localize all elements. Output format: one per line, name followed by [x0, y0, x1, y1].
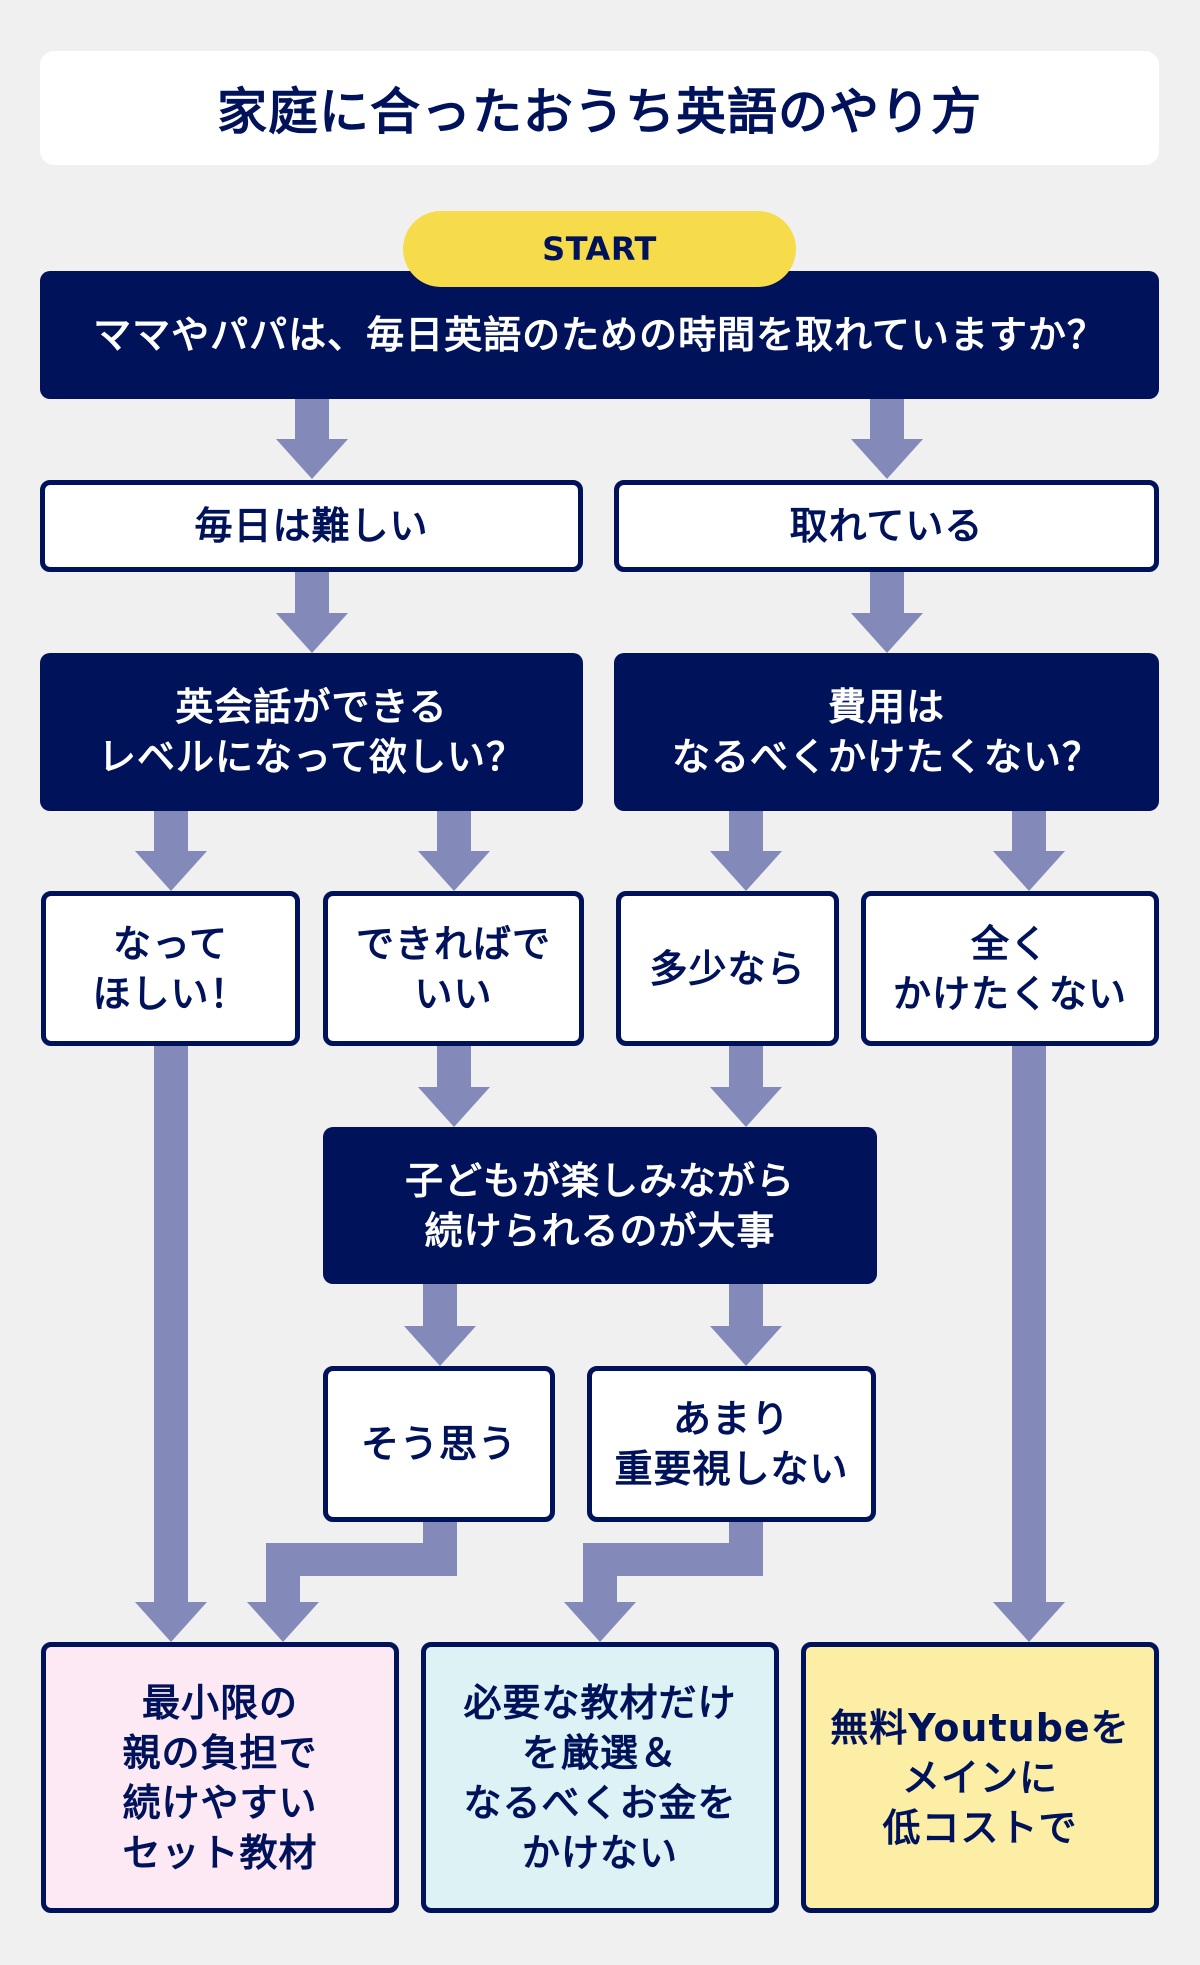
arrow-cost-to-none — [993, 811, 1065, 891]
node-text-line: ほしい！ — [92, 971, 249, 1016]
arrow-time-to-hard — [276, 399, 348, 479]
node-text-line: できればで — [355, 921, 551, 966]
node-text-line: そう思う — [360, 1422, 517, 1466]
node-text-line: 多少なら — [649, 946, 806, 991]
node-text-line: あまり — [672, 1397, 790, 1441]
node-text-line: 毎日は難しい — [194, 504, 429, 548]
node-text-line: いい — [414, 971, 493, 1016]
node-text-line: セット教材 — [122, 1830, 318, 1875]
node-text-line: 親の負担で — [122, 1730, 318, 1775]
node-text-line: 子どもが楽しみながら — [404, 1158, 795, 1203]
arrow-fun-to-yes — [404, 1284, 476, 1366]
node-text-line: 英会話ができる — [175, 685, 448, 729]
node-text-line: 無料Youtubeを — [830, 1705, 1130, 1750]
answer-cost-none: 全く かけたくない — [861, 891, 1159, 1046]
answer-conversation-yes: なって ほしい！ — [41, 891, 300, 1046]
node-text-line: ママやパパは、毎日英語のための時間を取れていますか？ — [93, 313, 1106, 357]
answer-time-hard: 毎日は難しい — [40, 480, 583, 572]
question-time: ママやパパは、毎日英語のための時間を取れていますか？ — [40, 271, 1159, 399]
node-text-line: メインに — [901, 1755, 1058, 1800]
arrow-fun-yes-to-set-material — [247, 1521, 457, 1642]
arrow-hard-to-conversation — [276, 572, 348, 653]
node-text-line: 最小限の — [141, 1680, 298, 1725]
arrow-some-to-fun — [710, 1046, 782, 1127]
node-text-line: なるべくかけたくない？ — [671, 735, 1101, 779]
result-set-material: 最小限の 親の負担で 続けやすい セット教材 — [41, 1642, 399, 1913]
arrow-yes-to-set-material — [135, 1046, 207, 1642]
arrow-conversation-to-maybe — [418, 811, 490, 891]
result-free-youtube: 無料Youtubeを メインに 低コストで — [801, 1642, 1159, 1913]
node-text-line: 全く — [970, 921, 1049, 966]
question-cost: 費用は なるべくかけたくない？ — [614, 653, 1159, 811]
question-conversation: 英会話ができる レベルになって欲しい？ — [40, 653, 583, 811]
answer-conversation-maybe: できればで いい — [323, 891, 584, 1046]
arrow-time-to-ok — [851, 399, 923, 479]
node-text-line: 続けやすい — [122, 1780, 318, 1825]
node-text-line: 費用は — [827, 685, 945, 729]
node-text-line: 続けられるのが大事 — [424, 1208, 776, 1253]
node-text-line: なって — [112, 921, 229, 966]
page-title: 家庭に合ったおうち英語のやり方 — [217, 83, 982, 141]
start-badge: START — [403, 211, 796, 287]
answer-time-ok: 取れている — [614, 480, 1159, 572]
node-text-line: 重要視しない — [614, 1447, 849, 1491]
node-text-line: なるべくお金を — [463, 1780, 737, 1825]
answer-cost-some: 多少なら — [616, 891, 839, 1046]
question-fun: 子どもが楽しみながら 続けられるのが大事 — [323, 1127, 877, 1284]
node-text-line: を厳選＆ — [521, 1730, 678, 1775]
answer-fun-yes: そう思う — [323, 1366, 555, 1522]
arrow-fun-to-no — [710, 1284, 782, 1366]
arrow-ok-to-cost — [851, 572, 923, 653]
node-text-line: 低コストで — [882, 1805, 1078, 1850]
arrow-maybe-to-fun — [418, 1046, 490, 1127]
node-text-line: かけない — [521, 1830, 678, 1875]
start-label: START — [542, 230, 657, 268]
arrow-none-to-youtube — [993, 1046, 1065, 1642]
arrow-cost-to-some — [710, 811, 782, 891]
node-text-line: かけたくない — [892, 971, 1127, 1016]
node-text-line: 取れている — [789, 504, 984, 548]
node-text-line: 必要な教材だけ — [463, 1680, 737, 1725]
node-text-line: レベルになって欲しい？ — [97, 735, 526, 779]
arrow-fun-no-to-select-material — [564, 1521, 763, 1642]
arrow-conversation-to-yes — [135, 811, 207, 891]
answer-fun-no: あまり 重要視しない — [587, 1366, 876, 1522]
title-card: 家庭に合ったおうち英語のやり方 — [40, 51, 1159, 165]
result-select-material: 必要な教材だけ を厳選＆ なるべくお金を かけない — [421, 1642, 779, 1913]
